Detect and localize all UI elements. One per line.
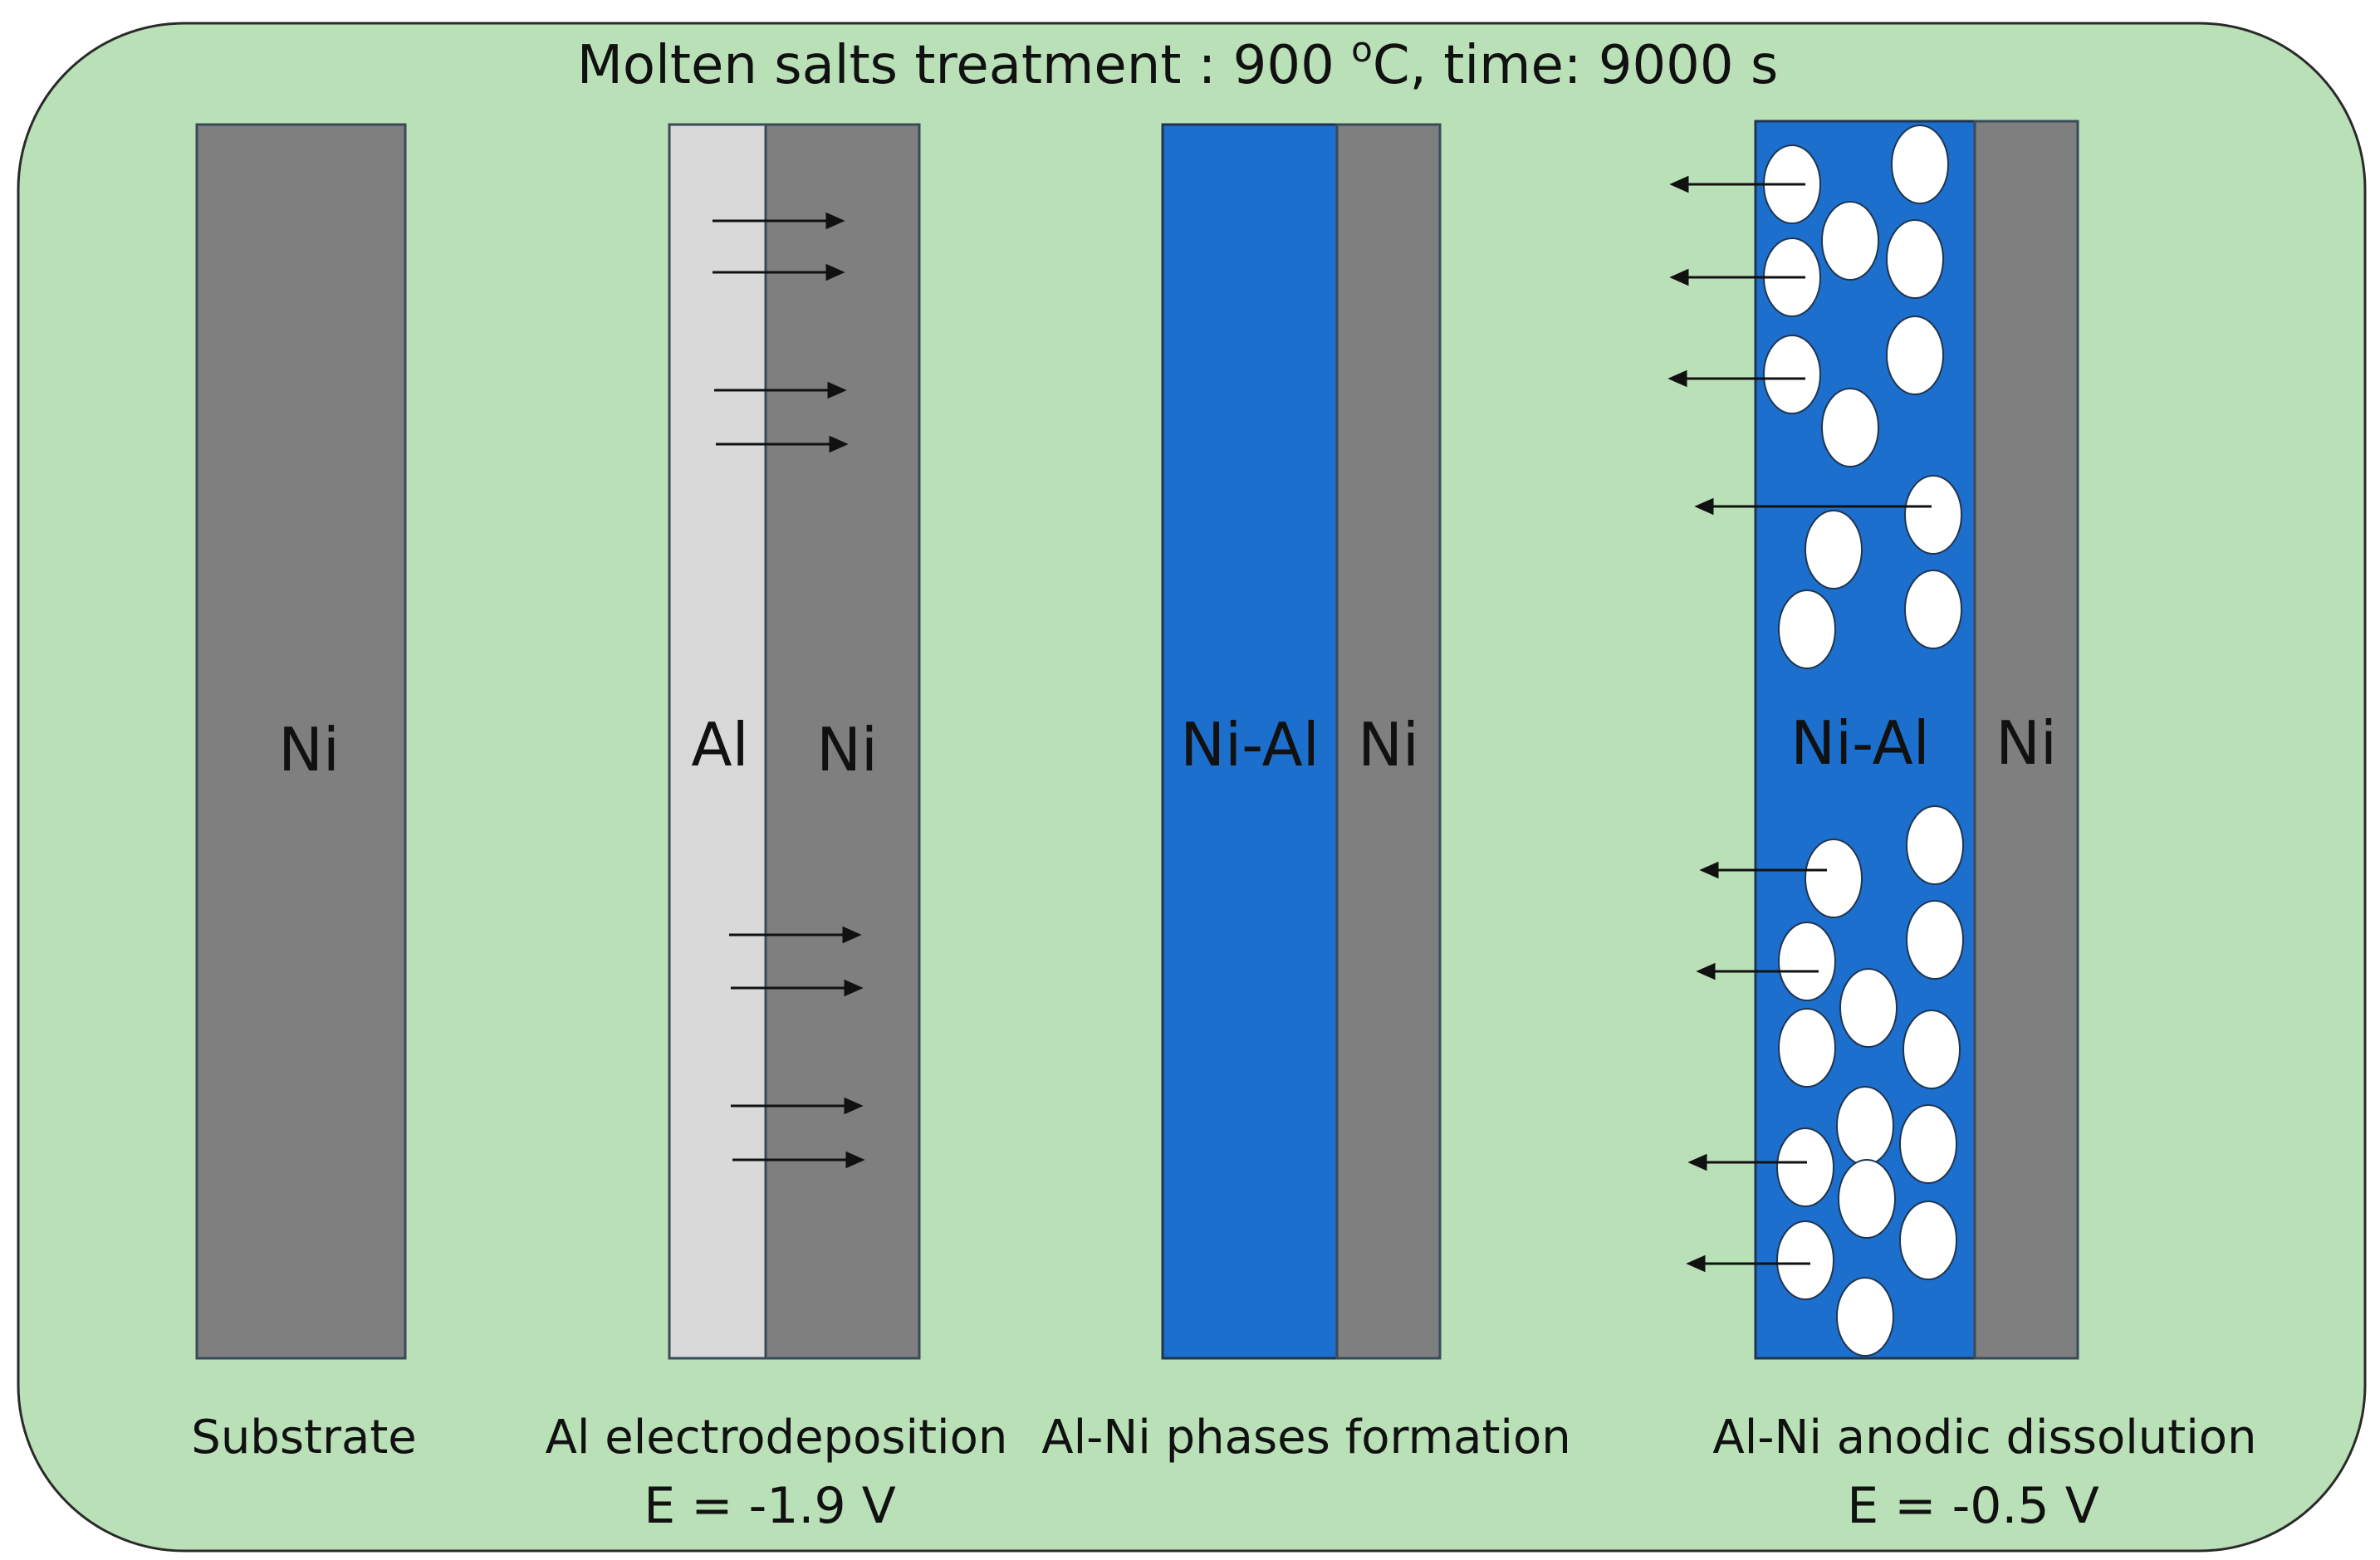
diffusion-arrows [713, 212, 865, 1169]
arrow-right-head [844, 979, 864, 997]
arrow-left-head [1669, 268, 1689, 286]
arrow-right-head [842, 926, 862, 944]
panel-substrate: Ni Substrate [191, 123, 417, 1465]
pore [1899, 1104, 1957, 1184]
pore [1838, 1159, 1896, 1239]
arrow-left-head [1686, 1254, 1706, 1273]
ni-layer-label: Ni [1358, 710, 1419, 780]
pore [1906, 900, 1964, 980]
pore [1778, 589, 1836, 669]
al-electrodeposition-caption: Al electrodeposition [546, 1411, 1008, 1465]
pore [1906, 805, 1964, 885]
pore [1904, 475, 1962, 555]
substrate-caption: Substrate [191, 1411, 416, 1465]
pore [1891, 125, 1949, 204]
dissolution-pores [1763, 125, 1964, 1357]
pore [1805, 839, 1863, 918]
diagram-title: Molten salts treatment : 900 oC, time: 9… [577, 29, 1779, 96]
ni-layer [1973, 120, 2079, 1360]
ni-layer [764, 123, 921, 1360]
pore [1899, 1201, 1957, 1280]
ni-layer-label: Ni [1996, 708, 2057, 778]
al-ni-anodic-dissolution-caption: Al-Ni anodic dissolution [1712, 1411, 2256, 1465]
arrow-right-head [845, 1151, 865, 1169]
ni-layer-label: Ni [278, 715, 340, 785]
panel-al-electrodeposition: Al Ni Al electrodeposition E = -1.9 V [546, 123, 1008, 1535]
pore [1836, 1277, 1894, 1357]
al-ni-anodic-dissolution-potential: E = -0.5 V [1847, 1477, 2099, 1535]
pore [1886, 219, 1944, 299]
pore [1805, 510, 1863, 589]
pore [1778, 1008, 1836, 1088]
pore [1821, 201, 1879, 281]
pore [1763, 335, 1821, 414]
arrow-left-head [1699, 861, 1719, 879]
pore [1836, 1086, 1894, 1166]
pore [1904, 570, 1962, 649]
ni-al-layer-label: Ni-Al [1790, 708, 1930, 778]
ni-layer [195, 123, 407, 1360]
al-electrodeposition-potential: E = -1.9 V [644, 1477, 896, 1535]
arrow-right-head [827, 381, 847, 399]
pore [1839, 968, 1898, 1048]
pore [1776, 1127, 1834, 1207]
ni-layer-label: Ni [816, 715, 878, 785]
panel-al-ni-anodic-dissolution: Ni-Al Ni Al-Ni anodic dissolution E = -0… [1667, 120, 2257, 1535]
al-layer [668, 123, 767, 1360]
arrow-left-head [1694, 497, 1714, 516]
pore [1778, 922, 1836, 1001]
al-ni-phases-formation-caption: Al-Ni phases formation [1041, 1411, 1570, 1465]
al-layer-label: Al [691, 710, 748, 780]
pore [1903, 1010, 1961, 1089]
arrow-left-head [1696, 962, 1716, 981]
arrow-left-head [1669, 175, 1689, 193]
panel-al-ni-phases-formation: Ni-Al Ni Al-Ni phases formation [1041, 123, 1571, 1465]
arrow-right-head [825, 212, 845, 230]
arrow-left-head [1667, 369, 1687, 388]
pore [1776, 1220, 1834, 1300]
ni-layer [1335, 123, 1442, 1360]
arrow-right-head [829, 435, 849, 453]
pore [1821, 388, 1879, 467]
ni-al-layer-label: Ni-Al [1180, 710, 1320, 780]
dissolution-arrows [1667, 175, 1932, 1273]
arrow-right-head [825, 263, 845, 281]
pore [1886, 315, 1944, 395]
arrow-right-head [844, 1097, 864, 1115]
ni-al-layer [1161, 123, 1339, 1360]
arrow-left-head [1687, 1153, 1707, 1171]
